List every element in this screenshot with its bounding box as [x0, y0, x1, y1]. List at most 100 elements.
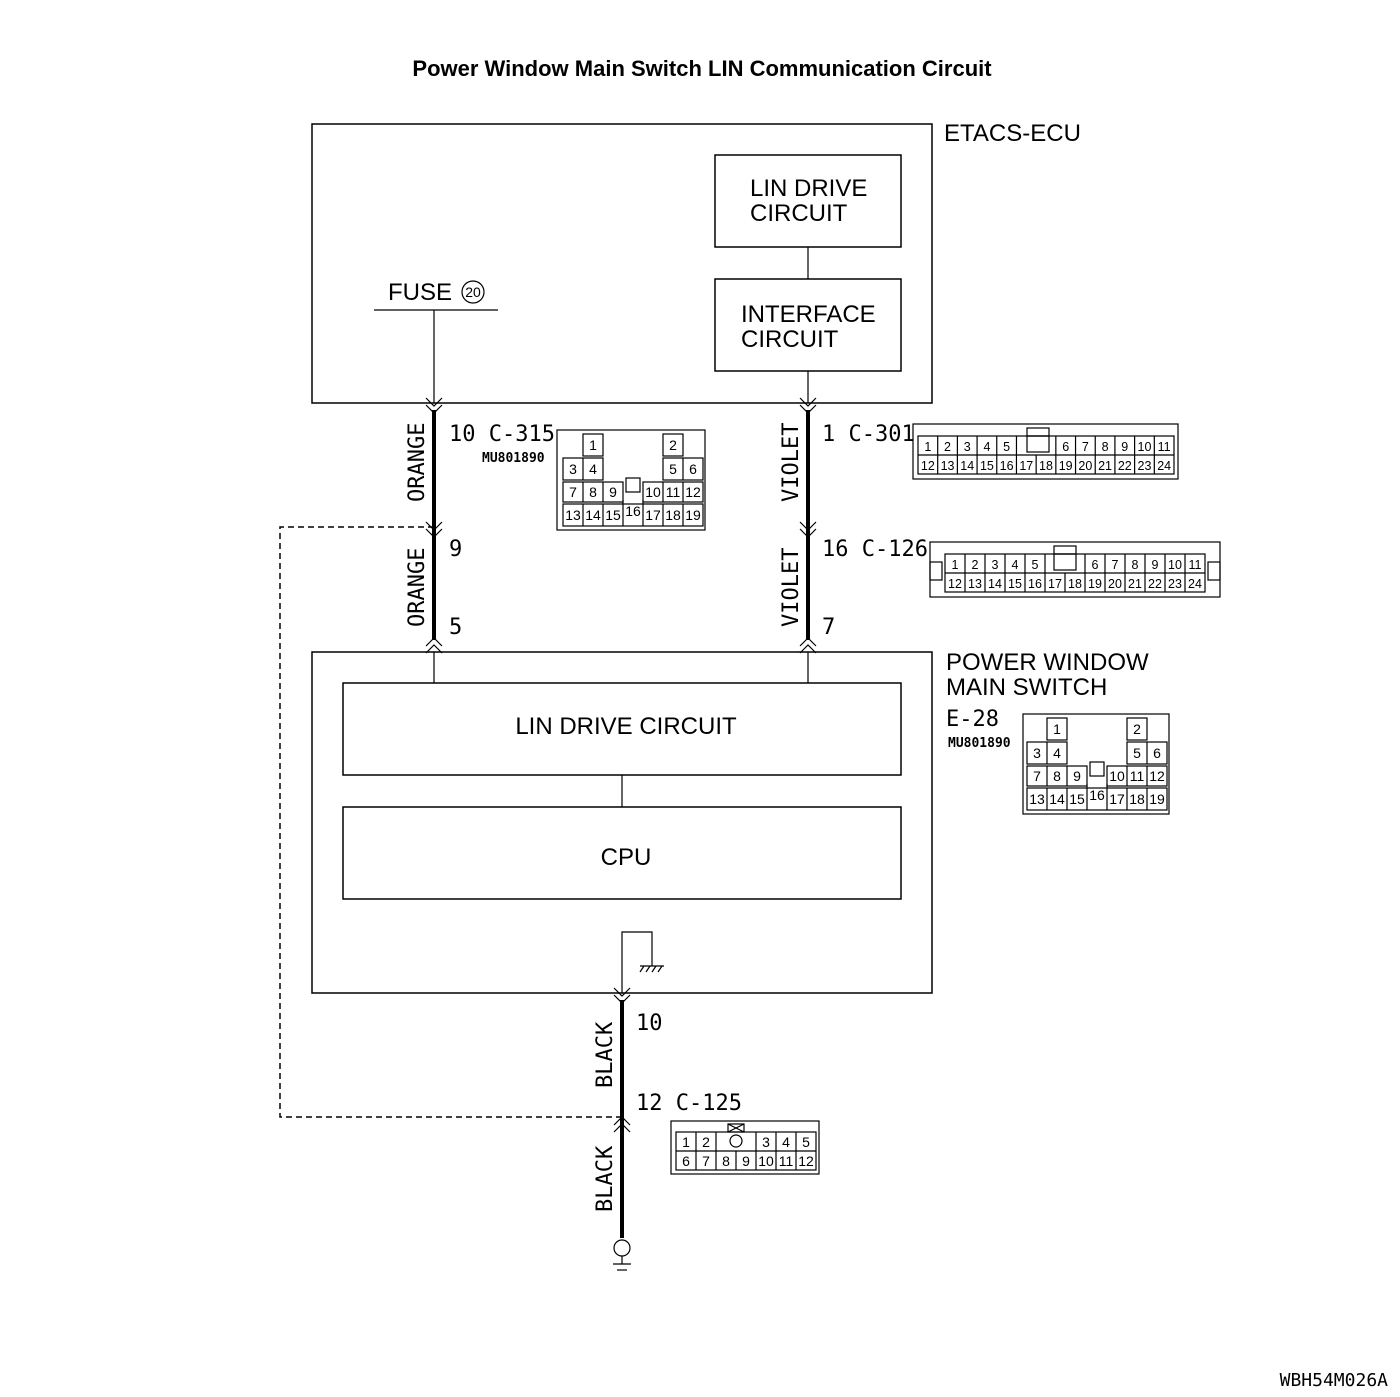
pin9-chevron-2 — [425, 528, 443, 538]
c125-chevron-2 — [613, 1123, 631, 1133]
c125-chevron-1 — [613, 1116, 631, 1126]
svg-text:2: 2 — [1133, 721, 1141, 737]
pin5-chevron-2 — [425, 644, 443, 654]
pin9-chevron-1 — [425, 521, 443, 531]
svg-text:4: 4 — [782, 1134, 790, 1150]
c301-pin-4: 4 — [983, 440, 990, 454]
diagram-title: Power Window Main Switch LIN Communicati… — [412, 56, 992, 81]
c126-pin-1: 1 — [952, 558, 959, 572]
svg-text:7: 7 — [569, 484, 577, 500]
shield-dashed-line — [279, 526, 622, 1118]
pw-switch-label-line2: MAIN SWITCH — [946, 674, 1107, 701]
c301-pin-16: 16 — [1000, 459, 1014, 473]
svg-text:17: 17 — [645, 507, 661, 523]
cpu-label: CPU — [601, 844, 652, 871]
c301-pin-5: 5 — [1003, 440, 1010, 454]
c126-chevron-2 — [799, 528, 817, 538]
svg-text:12: 12 — [685, 484, 701, 500]
interface-line2: CIRCUIT — [741, 326, 839, 353]
internal-ground-icon — [639, 965, 664, 973]
black-top-label: BLACK — [593, 1021, 618, 1088]
fuse-number: 20 — [465, 284, 481, 300]
interface-line1: INTERFACE — [741, 301, 876, 328]
e28-label: E-28 — [946, 707, 999, 732]
c126-pin-17: 17 — [1048, 577, 1062, 591]
svg-text:9: 9 — [1073, 768, 1081, 784]
etacs-lin-drive-line2: CIRCUIT — [750, 200, 848, 227]
violet-top-label: VIOLET — [779, 423, 804, 502]
c301-pin-12: 12 — [921, 459, 935, 473]
c301-pin-10: 10 — [1138, 440, 1152, 454]
pin-7: 7 — [822, 615, 835, 640]
c126-pin-12: 12 — [948, 577, 962, 591]
pin10-chevron-1 — [613, 987, 631, 997]
c126-pin-23: 23 — [1168, 577, 1182, 591]
c315-connector: 1 2 3 4 5 6 7 8 9 10 11 12 13 14 15 16 1… — [556, 429, 706, 531]
svg-text:3: 3 — [762, 1134, 770, 1150]
etacs-ecu-label: ETACS-ECU — [944, 120, 1081, 147]
svg-text:10: 10 — [758, 1153, 774, 1169]
svg-text:5: 5 — [669, 461, 677, 477]
pin7-chevron-2 — [799, 644, 817, 654]
c126-pin-5: 5 — [1032, 558, 1039, 572]
svg-text:14: 14 — [1049, 791, 1065, 807]
c126-pin-19: 19 — [1088, 577, 1102, 591]
body-ground-icon — [613, 1239, 631, 1271]
svg-text:7: 7 — [702, 1153, 710, 1169]
c301-pin-7: 7 — [1082, 440, 1089, 454]
svg-text:15: 15 — [605, 507, 621, 523]
fuse-label: FUSE — [388, 279, 452, 306]
c126-pin-2: 2 — [972, 558, 979, 572]
svg-text:6: 6 — [682, 1153, 690, 1169]
c301-pin-17: 17 — [1019, 459, 1033, 473]
c126-pin-14: 14 — [988, 577, 1002, 591]
pin5-chevron-1 — [425, 637, 443, 647]
svg-text:2: 2 — [669, 437, 677, 453]
svg-text:4: 4 — [1053, 745, 1061, 761]
internal-ground-lead — [621, 931, 653, 993]
c301-chevron-1 — [799, 397, 817, 407]
svg-text:5: 5 — [1133, 745, 1141, 761]
c301-pin-22: 22 — [1118, 459, 1132, 473]
c126-chevron-1 — [799, 521, 817, 531]
c301-pin-13: 13 — [941, 459, 955, 473]
c125-pin-label: 12 C-125 — [636, 1091, 742, 1116]
c301-pin-9: 9 — [1121, 440, 1128, 454]
svg-text:2: 2 — [702, 1134, 710, 1150]
c301-pin-3: 3 — [964, 440, 971, 454]
svg-text:8: 8 — [1053, 768, 1061, 784]
c126-pin-21: 21 — [1128, 577, 1142, 591]
svg-text:16: 16 — [1089, 787, 1105, 803]
orange-bottom-label: ORANGE — [405, 548, 430, 627]
c126-pin-8: 8 — [1132, 558, 1139, 572]
c301-pin-15: 15 — [980, 459, 994, 473]
c301-pin-6: 6 — [1062, 440, 1069, 454]
c301-pin-label: 1 C-301 — [822, 422, 915, 447]
svg-text:3: 3 — [1033, 745, 1041, 761]
pin10-chevron-2 — [613, 994, 631, 1004]
svg-text:4: 4 — [589, 461, 597, 477]
svg-text:11: 11 — [666, 484, 681, 500]
c126-pin-6: 6 — [1092, 558, 1099, 572]
c301-pin-14: 14 — [960, 459, 974, 473]
pin-10: 10 — [636, 1011, 663, 1036]
svg-text:1: 1 — [682, 1134, 690, 1150]
etacs-lin-drive-line1: LIN DRIVE — [750, 175, 867, 202]
pin-9: 9 — [449, 537, 462, 562]
c315-chevron-1 — [425, 397, 443, 407]
c126-pin-22: 22 — [1148, 577, 1162, 591]
svg-text:13: 13 — [1029, 791, 1045, 807]
svg-text:13: 13 — [565, 507, 581, 523]
svg-text:12: 12 — [1149, 768, 1165, 784]
c126-pin-13: 13 — [968, 577, 982, 591]
svg-text:1: 1 — [589, 437, 597, 453]
svg-text:15: 15 — [1069, 791, 1085, 807]
svg-text:12: 12 — [798, 1153, 814, 1169]
c301-pin-1: 1 — [924, 440, 931, 454]
c301-pin-23: 23 — [1138, 459, 1152, 473]
c301-pin-18: 18 — [1039, 459, 1053, 473]
svg-text:9: 9 — [609, 484, 617, 500]
c126-pin-4: 4 — [1012, 558, 1019, 572]
